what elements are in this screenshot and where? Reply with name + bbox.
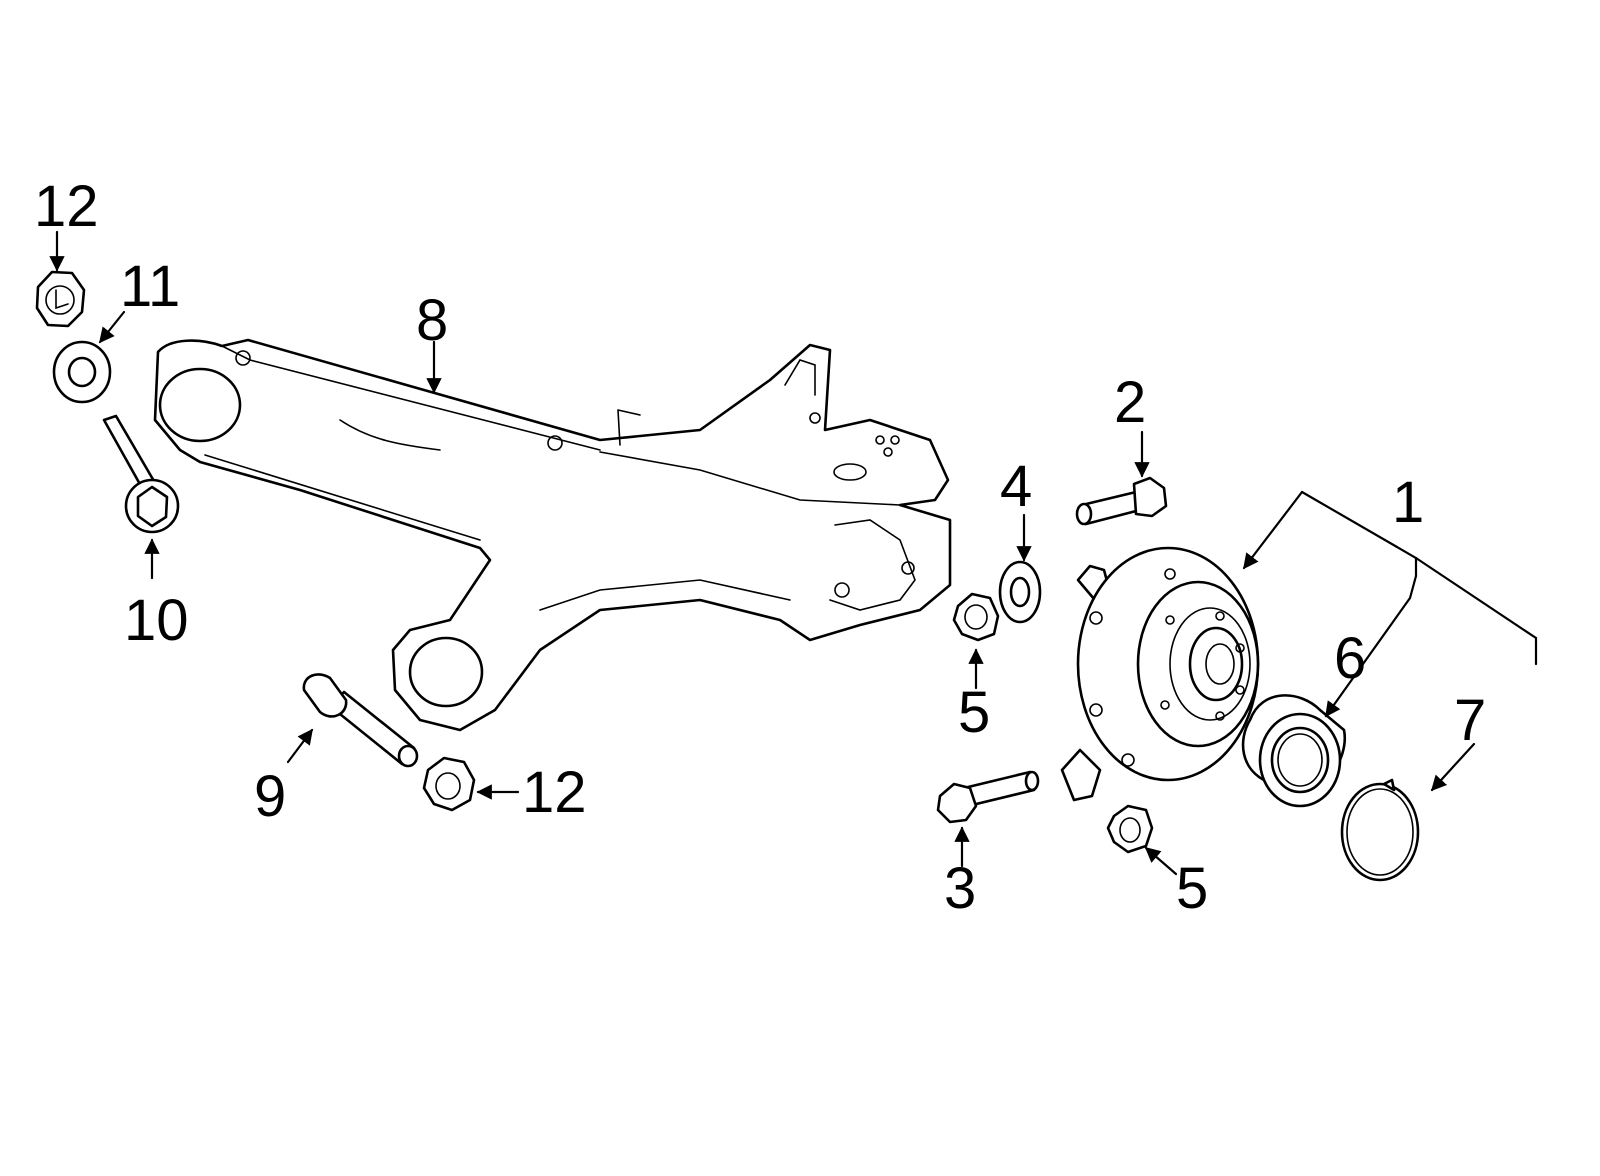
callout-1: 1: [1392, 470, 1424, 535]
snap-ring: [1340, 778, 1420, 882]
callout-9-visible: 9: [254, 764, 286, 829]
callout-4: 4: [1000, 454, 1032, 519]
callout-12-top: 12: [34, 174, 99, 239]
wheel-bearing: [1241, 694, 1347, 808]
nut-5-upper: [952, 592, 1000, 642]
axle-beam: [153, 338, 952, 732]
callout-10: 10: [124, 588, 189, 653]
bolt-10: [102, 414, 180, 534]
nut-5-lower: [1106, 804, 1154, 854]
callout-5-upper: 5: [958, 680, 990, 745]
nut-top: [35, 270, 86, 328]
callout-6: 6: [1334, 626, 1366, 691]
callout-3: 3: [944, 856, 976, 921]
callout-5-lower: 5: [1176, 856, 1208, 921]
bolt-3: [936, 770, 1040, 824]
bolt-9: [302, 673, 419, 768]
callout-8: 8: [416, 288, 448, 353]
nut-bottom: [422, 756, 476, 812]
knuckle-hub-assembly: [1060, 546, 1260, 802]
callout-7: 7: [1454, 688, 1486, 753]
callout-11: 11: [120, 254, 180, 319]
washer-11: [52, 340, 112, 404]
callout-12-bottom: 12: [522, 760, 587, 825]
bolt-2: [1075, 476, 1168, 526]
leader-lines: [49, 230, 1538, 876]
callout-labels: 12 11 10 8 10 10 9 12 2 4 5 3 5 1 6 7: [34, 174, 1486, 921]
callout-2: 2: [1114, 370, 1146, 435]
washer-4: [998, 560, 1042, 624]
